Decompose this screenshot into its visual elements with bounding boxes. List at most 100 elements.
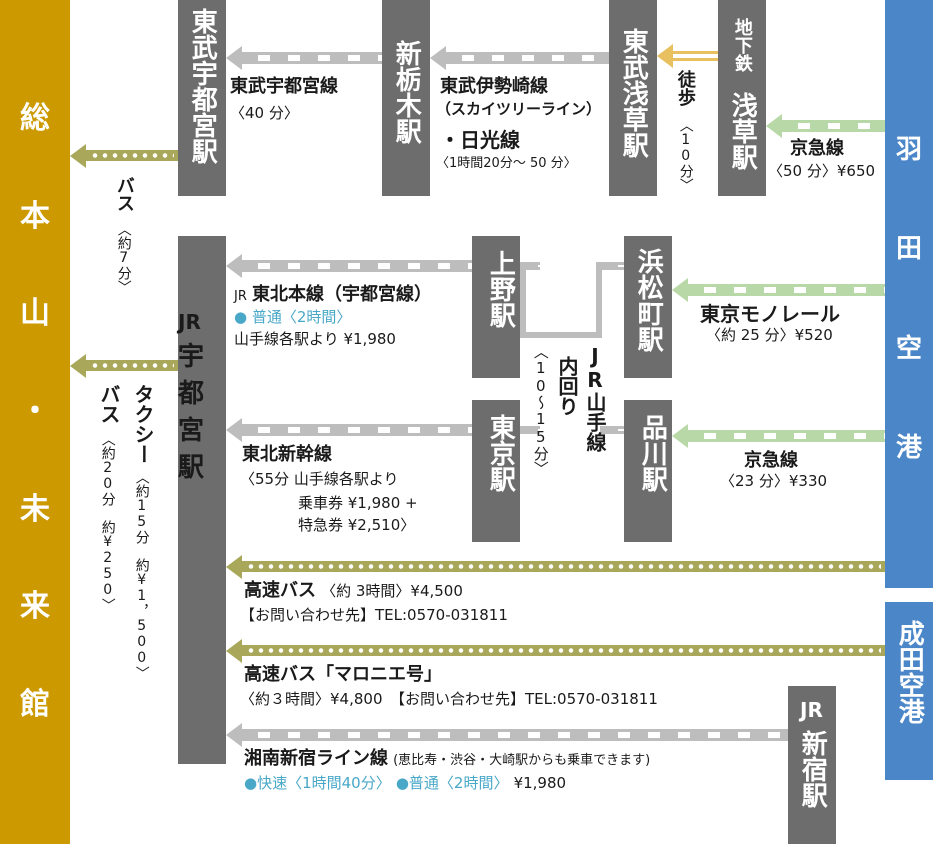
narita-label: 成田空港 — [894, 620, 925, 724]
shinkansen-line — [240, 424, 472, 436]
keikyu-shinagawa-line — [686, 430, 885, 442]
station-shinagawa: 品川駅 — [624, 400, 672, 542]
route-name: 湘南新宿ライン線 — [244, 748, 388, 769]
shonan-shinjuku-line — [240, 729, 788, 741]
route-detail: 〈約３時間〉¥4,800 【お問い合わせ先】TEL:0570-031811 — [240, 690, 658, 708]
arrow-head — [226, 723, 242, 747]
station-tobu-utsunomiya: 東武宇都宮駅 — [178, 0, 226, 196]
haneda-airport-bar: 羽 田 空 港 — [885, 0, 933, 588]
arrow-head — [226, 639, 242, 663]
arrow-head — [70, 354, 86, 378]
narita-airport-bar: 成田空港 — [885, 602, 933, 780]
bus-line — [86, 150, 178, 161]
jr-prefix: JR — [234, 289, 247, 304]
tobu-utsunomiya-line — [240, 52, 382, 64]
station-label: 新宿駅 — [797, 730, 828, 808]
arrow-head — [70, 144, 86, 168]
haneda-char: 羽 — [895, 134, 922, 165]
local-train-info: ●普通〈2時間〉 — [395, 774, 509, 792]
station-char: 駅 — [178, 453, 205, 483]
yamanote-name: JR山手線 — [583, 344, 607, 452]
station-hamamatsucho: 浜松町駅 — [624, 236, 672, 378]
dest-char: 総 — [20, 100, 50, 136]
station-char: 宮 — [178, 416, 205, 446]
route-name: 京急線 — [790, 138, 844, 159]
route-time: 〈40 分〉 — [230, 104, 299, 122]
station-subway-asakusa: 地下鉄 浅草駅 — [718, 0, 766, 196]
yamanote-connector — [520, 426, 540, 434]
arrow-head — [430, 46, 446, 70]
local-train-info: ● 普通〈2時間〉 — [234, 308, 352, 326]
haneda-char: 田 — [895, 234, 922, 265]
station-label: 東武浅草駅 — [618, 28, 649, 158]
route-name: 東北本線（宇都宮線） — [251, 284, 432, 305]
yamanote-time: 〈10〜15分〉 — [531, 344, 550, 476]
bus-detail: 〈約20分 約¥250〉 — [99, 432, 116, 612]
station-char: 宇 — [178, 342, 205, 372]
station-label: 東武宇都宮駅 — [187, 8, 218, 164]
station-label: 浅草駅 — [727, 92, 758, 170]
monorail-line — [686, 284, 885, 296]
route-time: 〈1時間20分〜 50 分〉 — [436, 156, 577, 171]
station-jr-utsunomiya: JR 宇 都 宮 駅 — [178, 236, 226, 764]
route-name: 東京モノレール — [700, 302, 840, 326]
arrow-head — [226, 46, 242, 70]
arrow-head — [657, 44, 673, 68]
bus-label: バス — [113, 176, 135, 212]
keikyu-asakusa-line — [780, 120, 885, 132]
yamanote-direction: 内回り — [555, 356, 579, 416]
taxi-label: タクシー — [131, 384, 155, 464]
station-shin-tochigi: 新栃木駅 — [382, 0, 430, 196]
station-label: 新栃木駅 — [391, 40, 422, 144]
walk-time: 〈10分〉 — [677, 118, 694, 192]
station-prefix: JR — [178, 310, 201, 334]
route-name: ・日光線 — [440, 128, 520, 152]
route-time: 〈50 分〉¥650 — [768, 162, 876, 180]
route-time: 〈約 3時間〉¥4,500 — [321, 582, 463, 600]
bus-label: バス — [97, 384, 121, 424]
route-name: 東北新幹線 — [242, 444, 332, 465]
route-detail: 〈55分 山手線各駅より — [240, 470, 399, 488]
route-time: 〈約 25 分〉¥520 — [706, 326, 833, 344]
walk-label: 徒歩 — [674, 70, 696, 106]
route-name: 東武宇都宮線 — [230, 76, 338, 97]
station-jr-shinjuku: JR 新宿駅 — [788, 686, 836, 844]
arrow-head — [766, 114, 782, 138]
tobu-isesaki-line — [444, 52, 609, 64]
yamanote-connector — [520, 262, 540, 270]
haneda-char: 港 — [895, 433, 922, 464]
route-name: 高速バス「マロニエ号」 — [244, 664, 442, 685]
arrow-head — [672, 278, 688, 302]
station-label: 上野駅 — [485, 250, 516, 328]
arrow-head — [226, 418, 242, 442]
route-subname: （スカイツリーライン） — [436, 100, 602, 118]
station-ueno: 上野駅 — [472, 236, 520, 378]
route-note: (恵比寿・渋谷・大崎駅からも乗車できます) — [393, 753, 651, 768]
route-name: 東武伊勢崎線 — [440, 76, 548, 97]
taxi-detail: 〈約15分 約¥1，500〉 — [133, 470, 150, 680]
yamanote-connector — [600, 426, 624, 434]
station-char: 都 — [178, 379, 205, 409]
haneda-char: 空 — [895, 333, 922, 364]
arrow-head — [226, 254, 242, 278]
route-fare: 山手線各駅より ¥1,980 — [234, 330, 396, 348]
destination-bar: 総 本 山 ・ 未 来 館 — [0, 0, 70, 844]
dest-char: 館 — [20, 687, 50, 723]
rapid-train-info: ●快速〈1時間40分〉 — [244, 774, 391, 792]
arrow-head — [226, 555, 242, 579]
station-tobu-asakusa: 東武浅草駅 — [609, 0, 657, 196]
route-name: 京急線 — [744, 450, 798, 471]
route-detail: 特急券 ¥2,510〉 — [298, 516, 416, 534]
station-label: 浜松町駅 — [633, 248, 664, 352]
station-prefix: JR — [800, 698, 823, 722]
station-label: 東京駅 — [485, 414, 516, 492]
route-name: 高速バス — [244, 580, 316, 601]
dest-char: ・ — [20, 393, 50, 429]
dest-char: 未 — [20, 491, 50, 527]
yamanote-loop-top — [520, 262, 602, 338]
highway-bus-line — [242, 561, 885, 572]
station-prefix: 地下鉄 — [731, 18, 753, 72]
maronie-bus-line — [242, 645, 885, 656]
tohoku-main-line — [240, 260, 472, 272]
route-detail: 乗車券 ¥1,980 + — [298, 494, 418, 512]
